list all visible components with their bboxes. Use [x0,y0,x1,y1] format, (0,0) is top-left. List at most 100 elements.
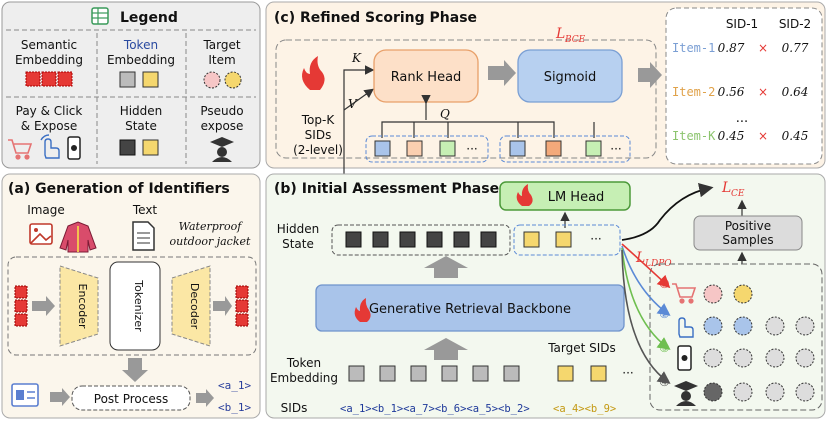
step-1: ① [659,277,670,291]
sample-grid [703,284,815,402]
step-4: ④ [659,375,670,389]
topk-candidate-group-1: ··· [365,135,489,163]
step-2: ② [659,307,670,321]
svg-text:···: ··· [622,366,633,380]
score-sid2: 0.77 [782,41,809,55]
fire-icon [302,56,325,90]
rank-head-label: Rank Head [391,70,462,85]
svg-text:···: ··· [590,232,601,246]
backbone-label: Generative Retrieval Backbone [369,302,571,317]
sigmoid-label: Sigmoid [544,70,597,85]
topk-label-3: (2-level) [293,143,343,157]
sample-circle [765,382,785,402]
svg-text:Encoder: Encoder [76,284,89,329]
step-3: ③ [659,341,670,355]
sample-circle [703,316,723,336]
id-card-icon [11,383,39,407]
score-item-name: Item-2 [672,85,715,99]
sample-circle [795,316,815,336]
positive-1: Positive [725,219,771,233]
score-sid1: 0.45 [718,129,745,143]
legend-pseudo-1: Pseudo [200,104,243,118]
sample-circle [703,348,723,368]
score-times: × [758,41,768,55]
svg-text:···: ··· [466,142,477,156]
click-hand-icon [40,134,60,159]
graduate-icon [674,381,698,406]
sids-label: SIDs [281,401,308,415]
score-times: × [758,85,768,99]
phone-icon [677,345,692,371]
legend-semantic-2: Embedding [15,53,83,67]
svg-text:Q: Q [440,107,450,121]
cart-icon [672,283,697,304]
token-embedding-label-2: Embedding [270,371,338,385]
sample-circle [765,348,785,368]
output-id-2: <b_1> [218,401,251,414]
score-sid2: 0.64 [782,85,809,99]
legend-semantic-1: Semantic [21,38,77,52]
score-dots: ... [736,111,748,126]
svg-text:BCE: BCE [564,35,586,45]
svg-text:K: K [351,51,362,65]
legend-title: Legend [120,10,178,26]
legend-target-1: Target [202,38,240,52]
graduate-icon [210,137,234,162]
token-embedding-label-1: Token [286,356,321,370]
output-id-1: <a_1> [218,379,251,392]
positive-2: Samples [722,233,773,247]
sample-circle [733,284,753,304]
hidden-state-label-2: State [282,237,314,251]
score-times: × [758,129,768,143]
legend-pay-2: & Expose [21,119,77,133]
output-embedding-stack [235,285,249,327]
target-sids-label: Target SIDs [547,341,616,355]
hidden-state-row [345,231,497,248]
jacket-icon [59,221,97,253]
legend-table-icon [91,7,109,25]
score-item-name: Item-1 [672,41,715,55]
hidden-state-label-1: Hidden [277,222,320,236]
legend-hidden-2: State [125,119,157,133]
post-process-label: Post Process [94,392,168,406]
sample-circle [795,382,815,402]
loss-bce: L [555,26,565,42]
semantic-embedding-swatch [25,71,73,87]
panel-a: (a) Generation of Identifiers Image Text… [1,173,261,419]
col-sid1: SID-1 [726,17,758,31]
legend-target-2: Item [208,53,235,67]
tokenizer-label: Tokenizer [132,279,145,332]
click-hand-icon [678,317,694,338]
topk-candidate-group-2: ··· [499,135,631,163]
svg-text:V: V [348,97,358,111]
sample-circle [703,382,723,402]
legend-panel: Legend Semantic Embedding Token Embeddin… [1,1,261,169]
panel-a-title: (a) Generation of Identifiers [8,181,230,197]
legend-hidden-1: Hidden [120,104,163,118]
sids-sequence: <a_1><b_1><a_7><b_6><a_5><b_2> [340,403,530,415]
sample-circle [733,382,753,402]
image-icon [29,223,53,245]
sample-circle [765,316,785,336]
input-embedding-stack [14,285,28,327]
svg-text:···: ··· [610,142,621,156]
image-label: Image [27,203,65,217]
encoder-block: Encoder [59,265,99,347]
decoder-block: Decoder [171,265,211,347]
score-item-name: Item-K [672,129,716,143]
token-embedding-row: ··· [348,365,634,382]
loss-ce: L [721,180,731,196]
panel-b: (b) Initial Assessment Phase LM Head Hid… [265,173,826,419]
sample-circle [733,348,753,368]
text-label: Text [132,203,158,217]
legend-pseudo-2: expose [201,119,244,133]
cart-icon [8,139,33,160]
score-sid1: 0.56 [718,85,745,99]
lm-head-label: LM Head [548,190,605,205]
score-sid1: 0.87 [718,41,745,55]
legend-token-1: Token [123,38,158,52]
legend-token-2: Embedding [107,53,175,67]
score-sid2: 0.45 [782,129,809,143]
